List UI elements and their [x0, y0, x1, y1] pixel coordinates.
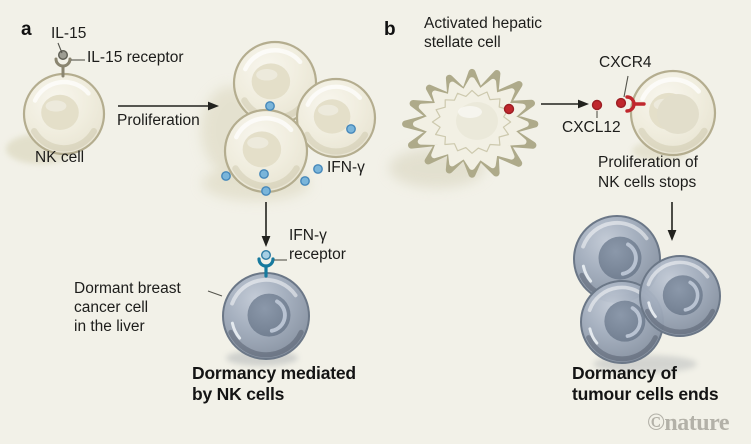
panel-b-caption-line2: tumour cells ends: [572, 384, 719, 404]
proliferation-label: Proliferation: [117, 112, 200, 129]
proliferation-stops-label-line1: Proliferation of: [598, 154, 698, 171]
cxcl12-bound-molecule: [615, 97, 627, 109]
panel-a-letter: a: [21, 19, 32, 40]
nk-cell: [22, 72, 106, 156]
dormancy-ends-arrow: [667, 202, 677, 241]
il15-receptor-icon: [54, 57, 72, 78]
dormant-cell-label-line3: in the liver: [74, 318, 145, 335]
ifn-gamma-molecule: [346, 124, 356, 134]
proliferation-stops-label-line2: NK cells stops: [598, 174, 697, 191]
tumour-cell-right: [639, 255, 721, 337]
ifn-gamma-molecule: [300, 176, 310, 186]
il15-label: IL-15: [51, 25, 87, 42]
panel-a-caption-line1: Dormancy mediated: [192, 363, 356, 383]
panel-a-caption-line2: by NK cells: [192, 384, 285, 404]
nk-cell-cluster-bottom: [223, 108, 309, 194]
ifn-gamma-molecule: [261, 186, 271, 196]
il15-molecule: [58, 50, 69, 61]
cxcr4-label: CXCR4: [599, 54, 652, 71]
panel-b-letter: b: [384, 19, 396, 40]
nk-cell-cluster-right: [295, 77, 377, 159]
dormant-cell-leader-line: [207, 290, 223, 297]
nk-cell-label: NK cell: [35, 149, 85, 166]
il15-leader-line: [57, 42, 63, 54]
ifn-gamma-receptor-label-line1: IFN-γ: [289, 227, 327, 244]
hepatic-stellate-cell: [402, 68, 539, 178]
proliferation-arrow: [118, 101, 219, 111]
stellate-cell-label-line2: stellate cell: [424, 34, 501, 51]
il15-receptor-label: IL-15 receptor: [87, 49, 184, 66]
ifn-gamma-arrow: [261, 202, 271, 247]
stellate-cell-label-line1: Activated hepatic: [424, 15, 543, 32]
cxcr4-leader-line: [623, 75, 629, 98]
ifn-gamma-molecule: [313, 164, 323, 174]
ifn-gamma-molecule: [265, 101, 275, 111]
ifn-gamma-receptor-icon: [257, 257, 275, 278]
ifn-gamma-bound-molecule: [261, 249, 272, 260]
tumour-cell-bottom: [580, 280, 664, 364]
dormant-cell-label-line2: cancer cell: [74, 299, 149, 316]
cxcl12-molecule-free: [591, 99, 603, 111]
ifn-gamma-molecule: [221, 171, 231, 181]
ifn-gamma-molecule: [259, 169, 269, 179]
dormant-cancer-cell: [222, 272, 310, 360]
nk-cell-nucleus: [657, 94, 699, 134]
ifn-gamma-receptor-label-line2: receptor: [289, 246, 346, 263]
panel-b-caption-line1: Dormancy of: [572, 363, 677, 383]
cxcl12-molecule: [503, 103, 515, 115]
cxcr4-receptor-icon: [625, 95, 646, 113]
secretion-arrow: [541, 99, 589, 109]
ifn-gamma-label: IFN-γ: [327, 159, 365, 176]
nature-credit: ©nature: [647, 410, 730, 436]
dormant-cell-label-line1: Dormant breast: [74, 280, 181, 297]
cxcl12-label: CXCL12: [562, 119, 621, 136]
